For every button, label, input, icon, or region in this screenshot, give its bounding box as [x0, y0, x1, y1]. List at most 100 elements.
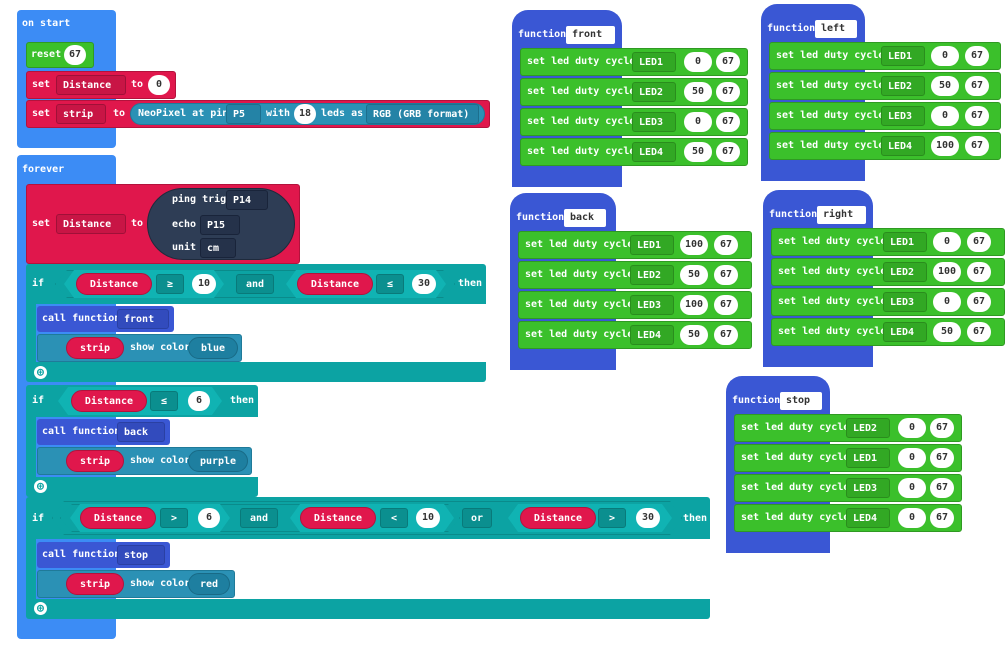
led-dropdown[interactable]: LED2 — [632, 82, 676, 102]
leds-count[interactable]: 18 — [294, 104, 316, 124]
compare-value[interactable]: 30 — [412, 274, 436, 294]
operator-dropdown[interactable]: < — [380, 508, 408, 528]
period-value[interactable]: 67 — [716, 142, 740, 162]
duty-value[interactable]: 50 — [680, 265, 708, 285]
led-dropdown[interactable]: LED2 — [883, 262, 927, 282]
period-value[interactable]: 67 — [714, 265, 738, 285]
duty-value[interactable]: 100 — [933, 262, 961, 282]
duty-value[interactable]: 50 — [684, 82, 712, 102]
period-value[interactable]: 67 — [930, 478, 954, 498]
led-dropdown[interactable]: LED3 — [881, 106, 925, 126]
led-dropdown[interactable]: LED3 — [883, 292, 927, 312]
function-name-field[interactable]: stop — [780, 392, 822, 410]
strip-variable-reporter[interactable]: strip — [66, 573, 124, 595]
operator-dropdown[interactable]: ≤ — [150, 391, 178, 411]
color-dropdown[interactable]: red — [188, 573, 230, 595]
distance-variable-dropdown[interactable]: Distance — [56, 75, 126, 95]
period-value[interactable]: 67 — [716, 52, 740, 72]
trig-pin-dropdown[interactable]: P14 — [226, 190, 268, 210]
and-dropdown[interactable]: and — [236, 274, 274, 294]
period-value[interactable]: 67 — [930, 508, 954, 528]
led-dropdown[interactable]: LED1 — [883, 232, 927, 252]
period-value[interactable]: 67 — [965, 46, 989, 66]
duty-value[interactable]: 0 — [898, 448, 926, 468]
led-dropdown[interactable]: LED4 — [846, 508, 890, 528]
add-else-icon[interactable]: ⊕ — [34, 366, 47, 379]
duty-value[interactable]: 50 — [684, 142, 712, 162]
led-dropdown[interactable]: LED4 — [632, 142, 676, 162]
reset-value[interactable]: 67 — [64, 45, 86, 65]
led-dropdown[interactable]: LED1 — [632, 52, 676, 72]
led-dropdown[interactable]: LED3 — [846, 478, 890, 498]
compare-value[interactable]: 6 — [198, 508, 220, 528]
duty-value[interactable]: 100 — [680, 235, 708, 255]
led-dropdown[interactable]: LED1 — [881, 46, 925, 66]
led-dropdown[interactable]: LED2 — [630, 265, 674, 285]
period-value[interactable]: 67 — [716, 82, 740, 102]
compare-value[interactable]: 10 — [192, 274, 216, 294]
compare-value[interactable]: 30 — [636, 508, 660, 528]
duty-value[interactable]: 0 — [931, 46, 959, 66]
strip-variable-reporter[interactable]: strip — [66, 337, 124, 359]
led-dropdown[interactable]: LED1 — [846, 448, 890, 468]
duty-value[interactable]: 50 — [933, 322, 961, 342]
period-value[interactable]: 67 — [967, 322, 991, 342]
distance-variable-reporter[interactable]: Distance — [76, 273, 152, 295]
led-dropdown[interactable]: LED3 — [632, 112, 676, 132]
add-else-icon[interactable]: ⊕ — [34, 602, 47, 615]
mode-dropdown[interactable]: RGB (GRB format) — [366, 104, 479, 124]
and-dropdown[interactable]: and — [240, 508, 278, 528]
distance-variable-reporter[interactable]: Distance — [71, 390, 147, 412]
distance-variable-reporter[interactable]: Distance — [520, 507, 596, 529]
period-value[interactable]: 67 — [965, 76, 989, 96]
function-name-field[interactable]: front — [566, 26, 615, 44]
compare-value[interactable]: 10 — [416, 508, 440, 528]
color-dropdown[interactable]: blue — [188, 337, 238, 359]
function-name-dropdown[interactable]: front — [117, 309, 169, 329]
if-block-1-footer[interactable] — [26, 362, 486, 382]
duty-value[interactable]: 100 — [931, 136, 959, 156]
add-else-icon[interactable]: ⊕ — [34, 480, 47, 493]
period-value[interactable]: 67 — [965, 136, 989, 156]
function-name-field[interactable]: right — [817, 206, 866, 224]
function-name-field[interactable]: back — [564, 209, 606, 227]
strip-variable-reporter[interactable]: strip — [66, 450, 124, 472]
led-dropdown[interactable]: LED2 — [881, 76, 925, 96]
function-name-field[interactable]: left — [815, 20, 857, 38]
operator-dropdown[interactable]: > — [598, 508, 626, 528]
color-dropdown[interactable]: purple — [188, 450, 248, 472]
function-name-dropdown[interactable]: stop — [117, 545, 165, 565]
duty-value[interactable]: 100 — [680, 295, 708, 315]
period-value[interactable]: 67 — [714, 325, 738, 345]
distance-variable-dropdown[interactable]: Distance — [56, 214, 126, 234]
duty-value[interactable]: 0 — [931, 106, 959, 126]
duty-value[interactable]: 0 — [684, 112, 712, 132]
period-value[interactable]: 67 — [965, 106, 989, 126]
distance-variable-reporter[interactable]: Distance — [80, 507, 156, 529]
duty-value[interactable]: 0 — [933, 292, 961, 312]
function-name-dropdown[interactable]: back — [117, 422, 165, 442]
led-dropdown[interactable]: LED4 — [630, 325, 674, 345]
duty-value[interactable]: 0 — [898, 478, 926, 498]
distance-variable-reporter[interactable]: Distance — [300, 507, 376, 529]
led-dropdown[interactable]: LED4 — [881, 136, 925, 156]
operator-dropdown[interactable]: ≤ — [376, 274, 404, 294]
if-block-3-footer[interactable] — [26, 599, 710, 619]
duty-value[interactable]: 0 — [898, 418, 926, 438]
period-value[interactable]: 67 — [967, 232, 991, 252]
or-dropdown[interactable]: or — [462, 508, 492, 528]
led-dropdown[interactable]: LED2 — [846, 418, 890, 438]
strip-variable-dropdown[interactable]: strip — [56, 104, 106, 124]
duty-value[interactable]: 0 — [684, 52, 712, 72]
operator-dropdown[interactable]: > — [160, 508, 188, 528]
period-value[interactable]: 67 — [930, 448, 954, 468]
duty-value[interactable]: 0 — [898, 508, 926, 528]
period-value[interactable]: 67 — [714, 295, 738, 315]
duty-value[interactable]: 0 — [933, 232, 961, 252]
period-value[interactable]: 67 — [714, 235, 738, 255]
echo-pin-dropdown[interactable]: P15 — [200, 215, 240, 235]
period-value[interactable]: 67 — [967, 292, 991, 312]
led-dropdown[interactable]: LED4 — [883, 322, 927, 342]
compare-value[interactable]: 6 — [188, 391, 210, 411]
unit-dropdown[interactable]: cm — [200, 238, 236, 258]
